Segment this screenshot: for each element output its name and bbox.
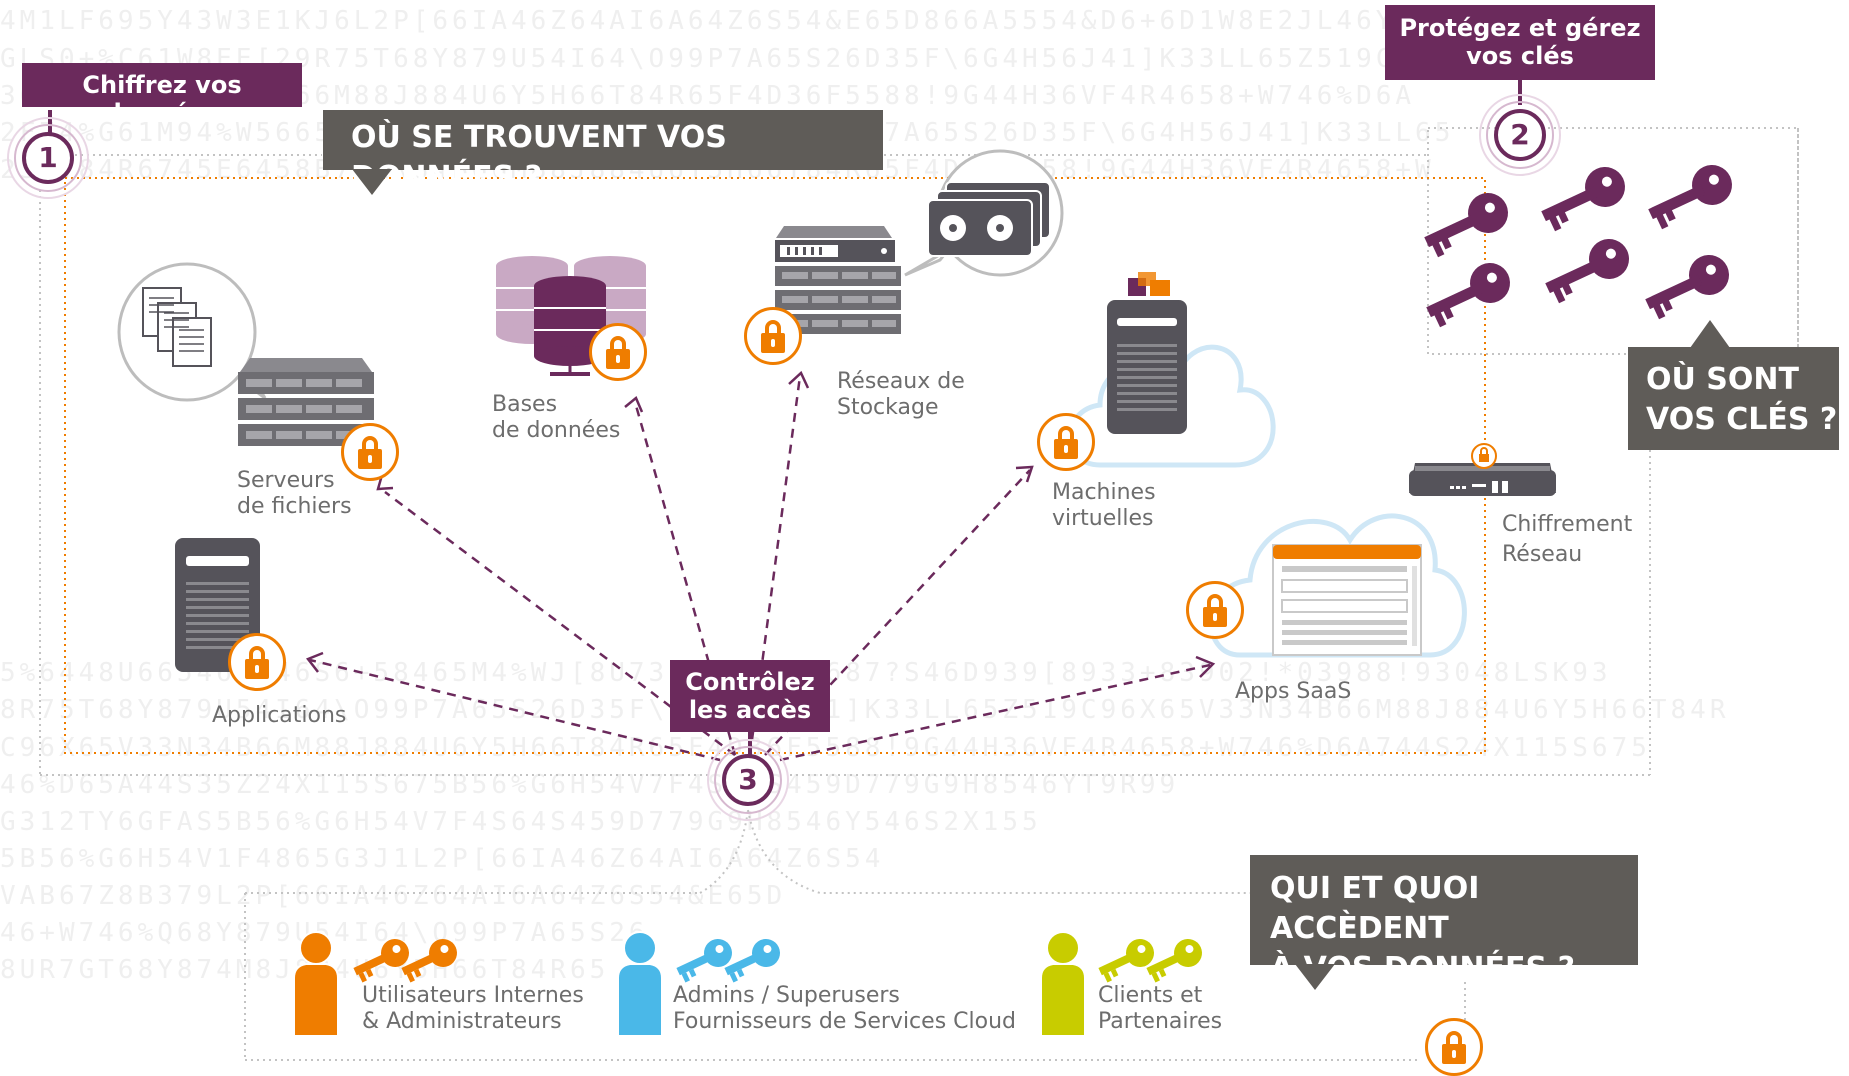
person-icon — [293, 931, 339, 1037]
file-servers-label: Serveurs de fichiers — [237, 468, 352, 519]
background-code-line: C96X65V33N34B66M88J884U6Y5H66T84R65F4D36… — [0, 733, 1651, 763]
data-location-callout: OÙ SE TROUVENT VOS DONNÉES ? — [323, 110, 883, 195]
server-tower-icon — [1107, 272, 1187, 434]
access-tag: Contrôlez les accès — [670, 660, 830, 732]
access-callout-line1: QUI ET QUOI ACCÈDENT — [1270, 871, 1480, 946]
background-code-line: 46%D65A44S35Z24X115S675B56%G6H54V7F4S64S… — [0, 770, 1180, 800]
key-icon — [672, 934, 785, 985]
background-code-line: 8R75T68Y879U54I64\O99P7A65S26D35F\6G4H56… — [0, 695, 1730, 725]
keys-tag-line1: Protégez et gérez — [1399, 14, 1641, 42]
lock-icon — [341, 423, 399, 481]
lock-icon — [1037, 413, 1095, 471]
database-icon — [496, 256, 646, 376]
storage-networks-label: Réseaux de Stockage — [837, 369, 965, 420]
keys-tag: Protégez et gérez vos clés — [1385, 5, 1655, 80]
lock-icon — [228, 633, 286, 691]
databases-label: Bases de données — [492, 392, 621, 443]
internal-users-label: Utilisateurs Internes & Administrateurs — [362, 983, 584, 1034]
lock-icon — [744, 307, 802, 365]
keys-tag-line2: vos clés — [1466, 42, 1574, 70]
lock-icon — [589, 323, 647, 381]
storage-network-icon — [775, 226, 901, 334]
admins-label: Admins / Superusers Fournisseurs de Serv… — [673, 983, 1016, 1034]
network-encryption-label: Chiffrement Réseau — [1502, 512, 1633, 567]
access-tag-line1: Contrôlez — [685, 668, 815, 696]
network-appliance-icon — [1409, 443, 1556, 496]
keys-callout-pointer — [1690, 320, 1730, 348]
background-code-line: VAB67Z8B379L2P[66IA46Z64AI6A64Z6S54&E65D — [0, 881, 787, 911]
person-icon — [1040, 931, 1086, 1037]
background-code-line: G312TY6GFAS5B56%G6H54V7F4S64S459D779G9H8… — [0, 807, 1042, 837]
access-callout-pointer — [1295, 964, 1335, 990]
virtual-machines-label: Machines virtuelles — [1052, 480, 1156, 531]
access-tag-line2: les accès — [688, 696, 812, 724]
keys-callout-line1: OÙ SONT — [1646, 362, 1799, 397]
encrypt-tag: Chiffrez vos données — [22, 63, 302, 127]
step-1-number: 1 — [38, 141, 58, 174]
clients-label: Clients et Partenaires — [1098, 983, 1223, 1034]
keys-callout: OÙ SONT VOS CLÉS ? — [1628, 347, 1839, 450]
step-2-number: 2 — [1510, 118, 1530, 151]
saas-apps-label: Apps SaaS — [1235, 679, 1352, 704]
tape-drive-icon — [904, 149, 1064, 277]
lock-icon — [1186, 581, 1244, 639]
browser-window-icon — [1272, 544, 1422, 656]
person-icon — [617, 931, 663, 1037]
document-stack-icon — [117, 262, 267, 402]
applications-label: Applications — [212, 703, 347, 728]
key-icon — [349, 934, 462, 985]
step-3-number: 3 — [738, 763, 758, 796]
keys-callout-line2: VOS CLÉS ? — [1646, 402, 1838, 437]
background-code-line: 4M1LF695Y43W3E1KJ6L2P[66IA46Z64AI6A64Z6S… — [0, 6, 1553, 36]
key-icon — [1094, 934, 1207, 985]
data-location-callout-pointer — [352, 169, 392, 195]
server-rack-icon — [238, 358, 374, 446]
lock-icon — [1425, 1018, 1483, 1076]
